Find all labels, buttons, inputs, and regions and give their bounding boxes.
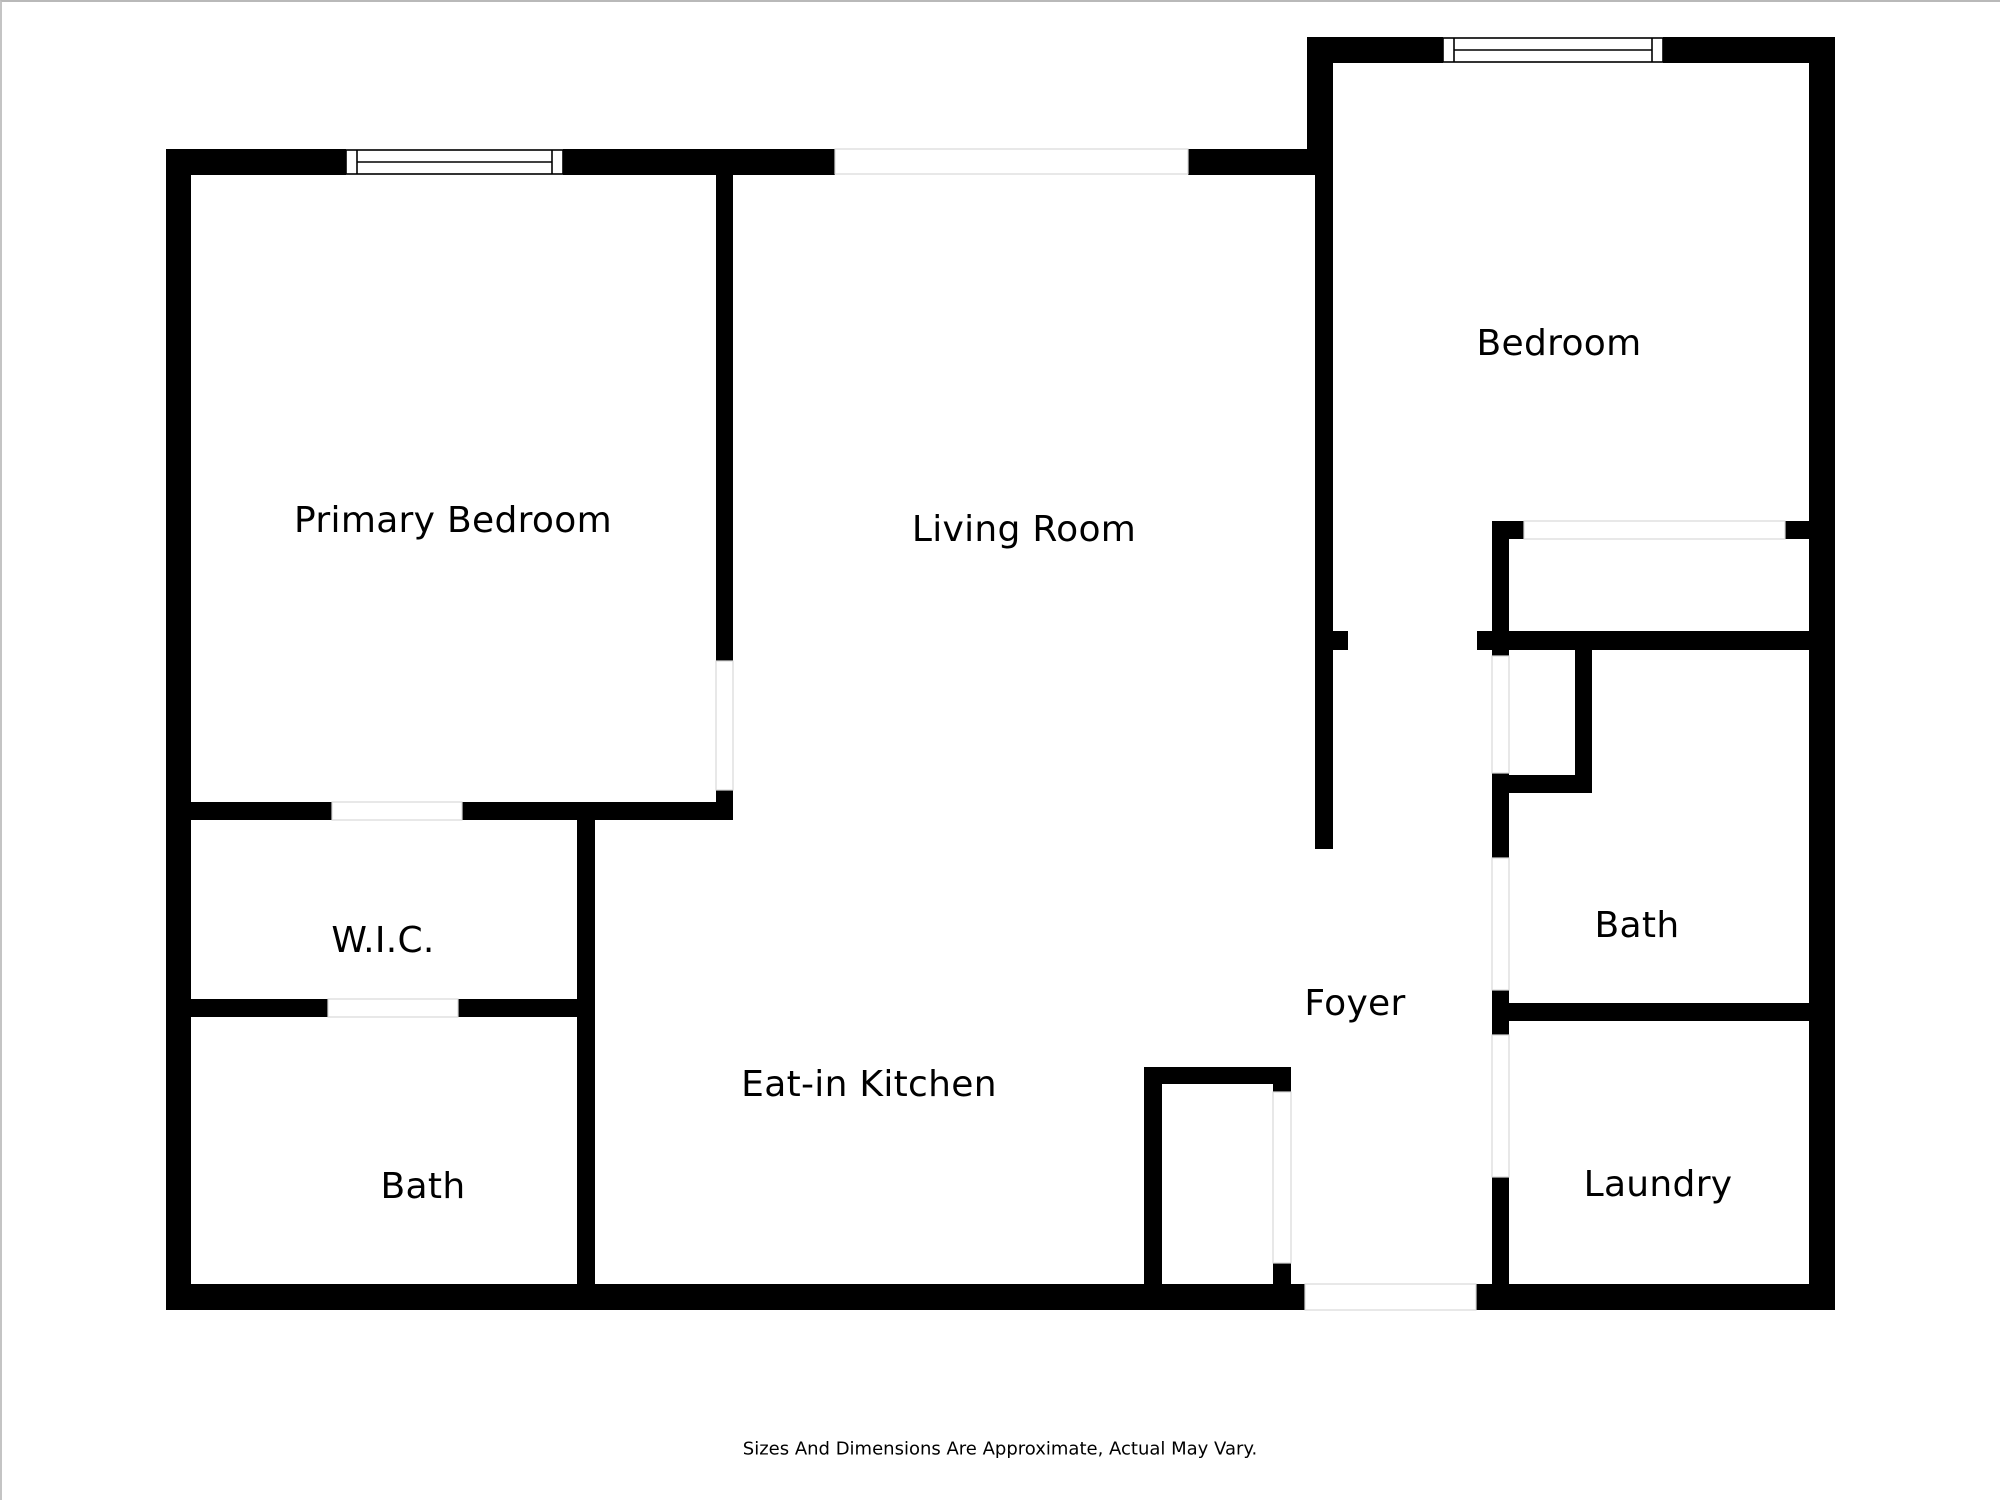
exterior-walls [166,37,1835,1310]
window-bedroom [1442,37,1664,63]
room-label-bedroom: Bedroom [1476,323,1642,364]
room-label-laundry: Laundry [1583,1164,1733,1205]
door-openings [327,520,1786,1264]
room-label-bath-hall: Bath [1594,905,1680,946]
room-label-wic: W.I.C. [331,920,435,961]
entry-door-opening [1304,1283,1477,1311]
room-label-foyer: Foyer [1304,983,1406,1024]
room-label-primary-bedroom: Primary Bedroom [294,500,612,541]
disclaimer-note: Sizes And Dimensions Are Approximate, Ac… [742,1438,1258,1460]
living-room-opening [834,148,1189,175]
room-label-bath-primary: Bath [380,1166,466,1207]
window-primary-bedroom [345,149,564,175]
interior-walls [191,149,1835,1310]
room-label-eat-in-kitchen: Eat-in Kitchen [741,1064,997,1105]
room-label-living-room: Living Room [911,509,1137,550]
